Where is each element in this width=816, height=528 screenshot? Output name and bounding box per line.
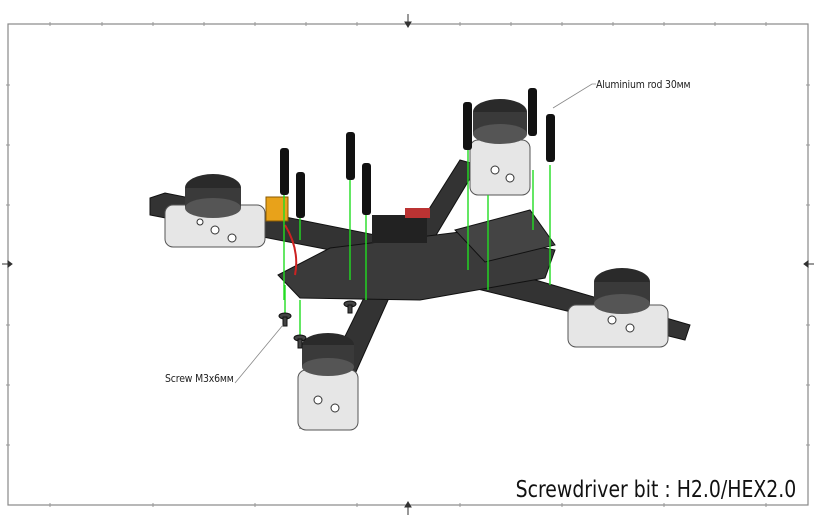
- assembly-guides: [283, 150, 551, 335]
- motor-left: [164, 174, 266, 248]
- motor-bottom: [297, 333, 359, 431]
- battery-connector: [265, 196, 298, 276]
- leader-lines: [234, 83, 596, 384]
- fc-stack: [372, 208, 430, 243]
- border-ticks: [6, 22, 810, 507]
- center-marks: [2, 14, 814, 515]
- right-plate: [454, 209, 556, 263]
- motor-right: [567, 268, 669, 348]
- screwdriver-bit-note: Screwdriver bit : H2.0/HEX2.0: [515, 477, 796, 503]
- callout-screw: Screw M3x6мм: [165, 372, 234, 385]
- aluminium-rods: [280, 88, 555, 218]
- callout-aluminium-rod: Aluminium rod 30мм: [596, 78, 691, 91]
- screws: [278, 300, 357, 349]
- motor-top-right: [469, 99, 531, 196]
